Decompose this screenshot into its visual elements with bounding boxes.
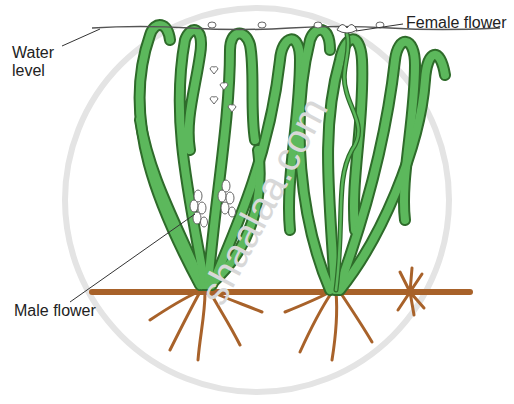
roots: [92, 268, 470, 360]
part-label: Female flower: [406, 14, 506, 32]
watermark-ring: [65, 8, 449, 392]
part-label: Male flower: [14, 302, 96, 320]
part-label: Water level: [12, 44, 64, 81]
female-flower: [337, 24, 357, 33]
